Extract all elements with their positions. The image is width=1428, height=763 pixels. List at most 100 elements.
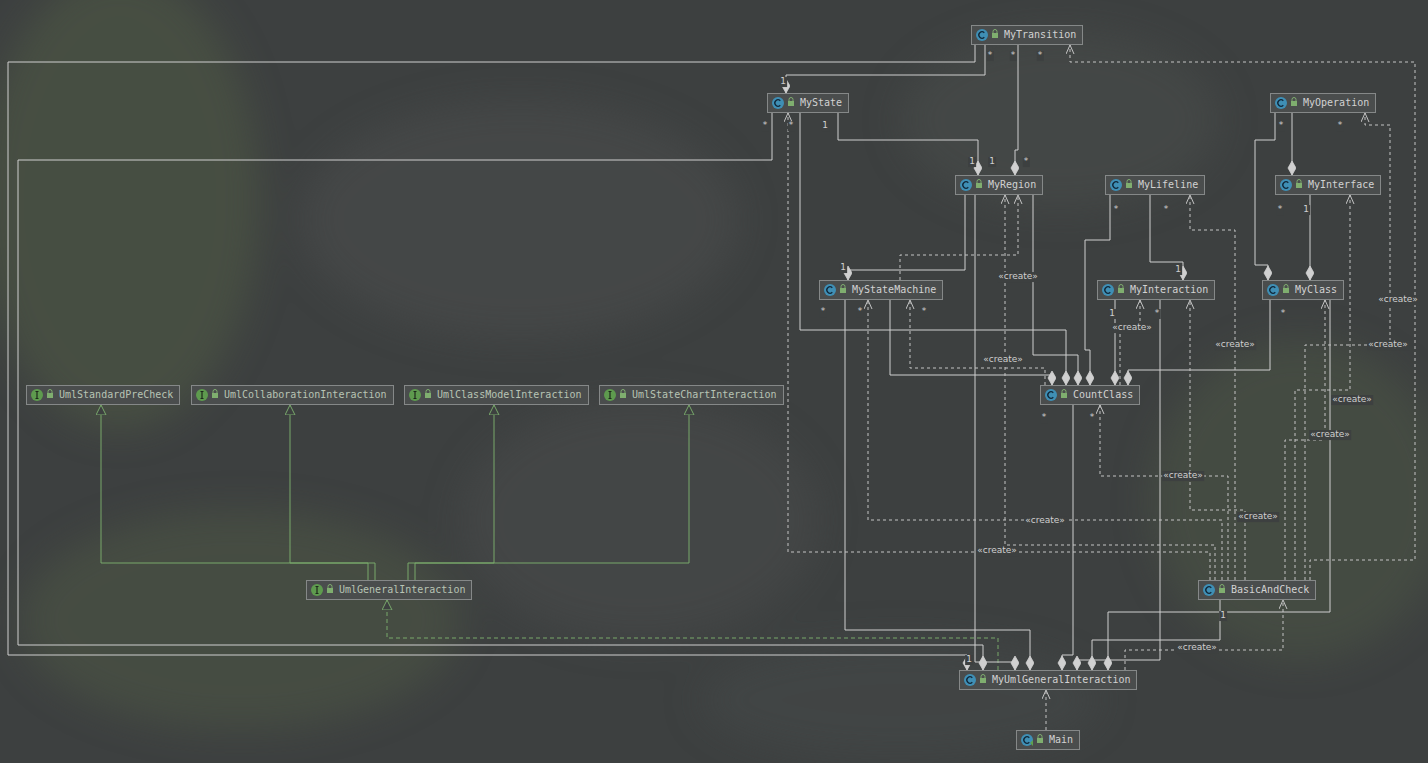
class-box: MyState (767, 93, 849, 113)
interface-icon (408, 388, 434, 402)
class-box: MyRegion (955, 175, 1043, 195)
class-box: MyOperation (1270, 93, 1376, 113)
class-box: MyInterface (1275, 175, 1381, 195)
multiplicity-label: 1 (779, 77, 787, 87)
stereotype-label: «create» (1377, 295, 1419, 305)
composition-line (1150, 195, 1183, 280)
multiplicity-label: * (857, 307, 864, 317)
multiplicity-label: 1 (1108, 309, 1116, 319)
multiplicity-label: 1 (821, 121, 829, 131)
dependency-arrow (900, 195, 1018, 280)
class-icon (959, 178, 985, 192)
stereotype-label: «create» (1162, 471, 1204, 481)
class-name: MyUmlGeneralInteraction (992, 674, 1130, 685)
composition-line (1128, 300, 1270, 385)
multiplicity-label: 1 (1302, 205, 1310, 215)
dependency-arrow (1005, 195, 1215, 580)
multiplicity-label: * (820, 307, 827, 317)
dependency-arrow (868, 300, 1222, 580)
multiplicity-label: * (1113, 205, 1120, 215)
multiplicity-label: * (1277, 205, 1284, 215)
multiplicity-label: * (1010, 51, 1017, 61)
composition-line (800, 113, 1066, 385)
composition-line (1015, 45, 1018, 175)
multiplicity-label: * (921, 307, 928, 317)
class-name: BasicAndCheck (1231, 584, 1309, 595)
class-icon (1101, 283, 1127, 297)
class-icon (823, 283, 849, 297)
class-icon (1202, 583, 1228, 597)
class-name: CountClass (1073, 389, 1133, 400)
multiplicity-label: * (1037, 51, 1044, 61)
composition-line (845, 300, 1030, 670)
class-name: UmlStandardPreCheck (59, 389, 173, 400)
stereotype-label: «create» (1237, 512, 1279, 522)
class-name: Main (1049, 734, 1073, 745)
class-name: UmlClassModelInteraction (437, 389, 582, 400)
interface-box: UmlStateChartInteraction (599, 385, 784, 405)
composition-line (1077, 300, 1160, 670)
composition-line (1108, 300, 1330, 670)
multiplicity-label: * (1154, 309, 1161, 319)
composition-line (848, 195, 965, 280)
dependency-arrow (1190, 195, 1235, 580)
composition-line (1255, 113, 1275, 280)
multiplicity-label: * (762, 121, 769, 131)
class-box: MyInteraction (1097, 280, 1215, 300)
class-icon (963, 673, 989, 687)
multiplicity-label: * (788, 121, 795, 131)
class-box: MyLifeline (1105, 175, 1205, 195)
class-name: MyRegion (988, 179, 1036, 190)
dependency-arrow (910, 300, 1045, 385)
multiplicity-label: * (987, 51, 994, 61)
class-box: MyTransition (971, 25, 1083, 45)
composition-line (1033, 195, 1078, 385)
class-name: MyInteraction (1130, 284, 1208, 295)
class-name: MyOperation (1303, 97, 1369, 108)
class-name: MyState (800, 97, 842, 108)
class-name: MyInterface (1308, 179, 1374, 190)
class-icon (1266, 283, 1292, 297)
multiplicity-label: 1 (839, 263, 847, 273)
class-name: MyTransition (1004, 29, 1076, 40)
class-box: BasicAndCheck (1198, 580, 1316, 600)
composition-line (1292, 113, 1293, 175)
class-box: MyStateMachine (819, 280, 943, 300)
composition-line (838, 113, 978, 175)
class-name: UmlStateChartInteraction (632, 389, 777, 400)
class-box: Main (1016, 730, 1080, 750)
class-icon (1279, 178, 1305, 192)
class-name: MyClass (1295, 284, 1337, 295)
inheritance-arrow (290, 405, 375, 580)
multiplicity-label: 1 (1219, 611, 1227, 621)
stereotype-label: «create» (1309, 430, 1351, 440)
dependency-arrow (1295, 195, 1350, 580)
dependency-arrow (1070, 45, 1415, 580)
multiplicity-label: * (1023, 157, 1030, 167)
multiplicity-label: 1 (988, 157, 996, 167)
interface-box: UmlCollaborationInteraction (191, 385, 394, 405)
multiplicity-label: 1 (1174, 265, 1182, 275)
realization-arrow (387, 600, 998, 670)
multiplicity-label: 1 (965, 655, 973, 665)
dependency-arrow (1046, 690, 1047, 730)
class-name: MyLifeline (1138, 179, 1198, 190)
composition-line (1062, 405, 1073, 670)
dependency-arrow (1120, 300, 1140, 385)
interface-icon (30, 388, 56, 402)
class-box: CountClass (1040, 385, 1140, 405)
interface-icon (603, 388, 629, 402)
multiplicity-label: * (1337, 121, 1344, 131)
class-box: MyUmlGeneralInteraction (959, 670, 1137, 690)
composition-line (890, 300, 1052, 385)
composition-line (8, 45, 975, 670)
multiplicity-label: 1 (968, 157, 976, 167)
stereotype-label: «create» (1024, 516, 1066, 526)
inheritance-arrow (408, 405, 494, 580)
dependency-arrow (1100, 405, 1228, 580)
interface-box: UmlGeneralInteraction (306, 580, 472, 600)
interface-icon (310, 583, 336, 597)
multiplicity-label: * (1089, 413, 1096, 423)
stereotype-label: «create» (1111, 323, 1153, 333)
stereotype-label: «create» (1214, 340, 1256, 350)
